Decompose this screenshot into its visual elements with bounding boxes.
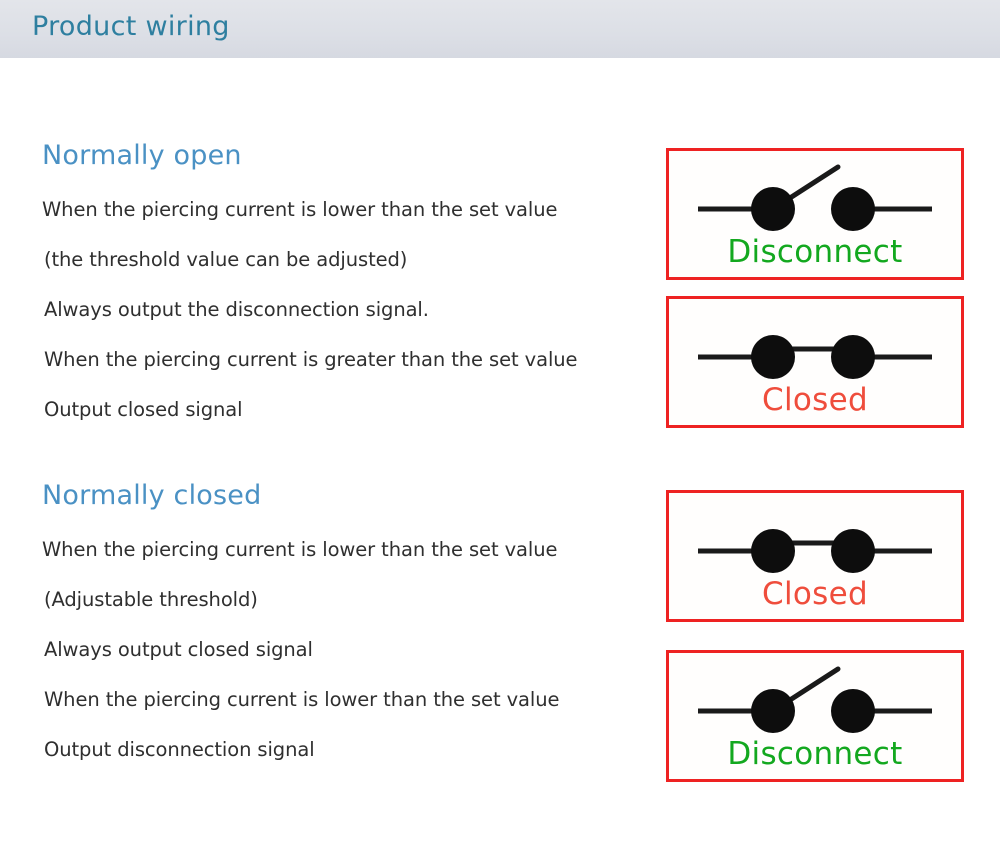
switch-closed-icon <box>698 529 932 573</box>
diagram-label: Disconnect <box>727 736 903 772</box>
section-line: (the threshold value can be adjusted) <box>44 248 408 271</box>
section-line: When the piercing current is lower than … <box>44 688 560 711</box>
section-line: When the piercing current is lower than … <box>42 198 558 221</box>
diagram-label: Closed <box>762 382 868 418</box>
diagram-label: Closed <box>762 576 868 612</box>
section-heading-normally-closed: Normally closed <box>42 480 262 511</box>
section-line: When the piercing current is lower than … <box>42 538 558 561</box>
content-area: Normally open When the piercing current … <box>0 58 1000 846</box>
section-line: Always output closed signal <box>44 638 313 661</box>
page-header-bar: Product wiring <box>0 0 1000 58</box>
section-heading-normally-open: Normally open <box>42 140 242 171</box>
section-line: When the piercing current is greater tha… <box>44 348 578 371</box>
switch-open-icon <box>698 164 932 231</box>
section-normally-open: Normally open When the piercing current … <box>42 140 662 435</box>
diagram-box-open-disconnect: Disconnect <box>666 148 964 280</box>
page-title: Product wiring <box>32 11 230 42</box>
section-line: Always output the disconnection signal. <box>44 298 429 321</box>
section-line: Output closed signal <box>44 398 243 421</box>
switch-closed-icon <box>698 335 932 379</box>
diagram-box-open-closed: Closed <box>666 296 964 428</box>
diagram-box-closed-disconnect: Disconnect <box>666 650 964 782</box>
diagram-box-closed-closed: Closed <box>666 490 964 622</box>
switch-open-icon <box>698 666 932 733</box>
section-normally-closed: Normally closed When the piercing curren… <box>42 480 662 775</box>
section-line: (Adjustable threshold) <box>44 588 258 611</box>
diagram-label: Disconnect <box>727 234 903 270</box>
section-line: Output disconnection signal <box>44 738 315 761</box>
